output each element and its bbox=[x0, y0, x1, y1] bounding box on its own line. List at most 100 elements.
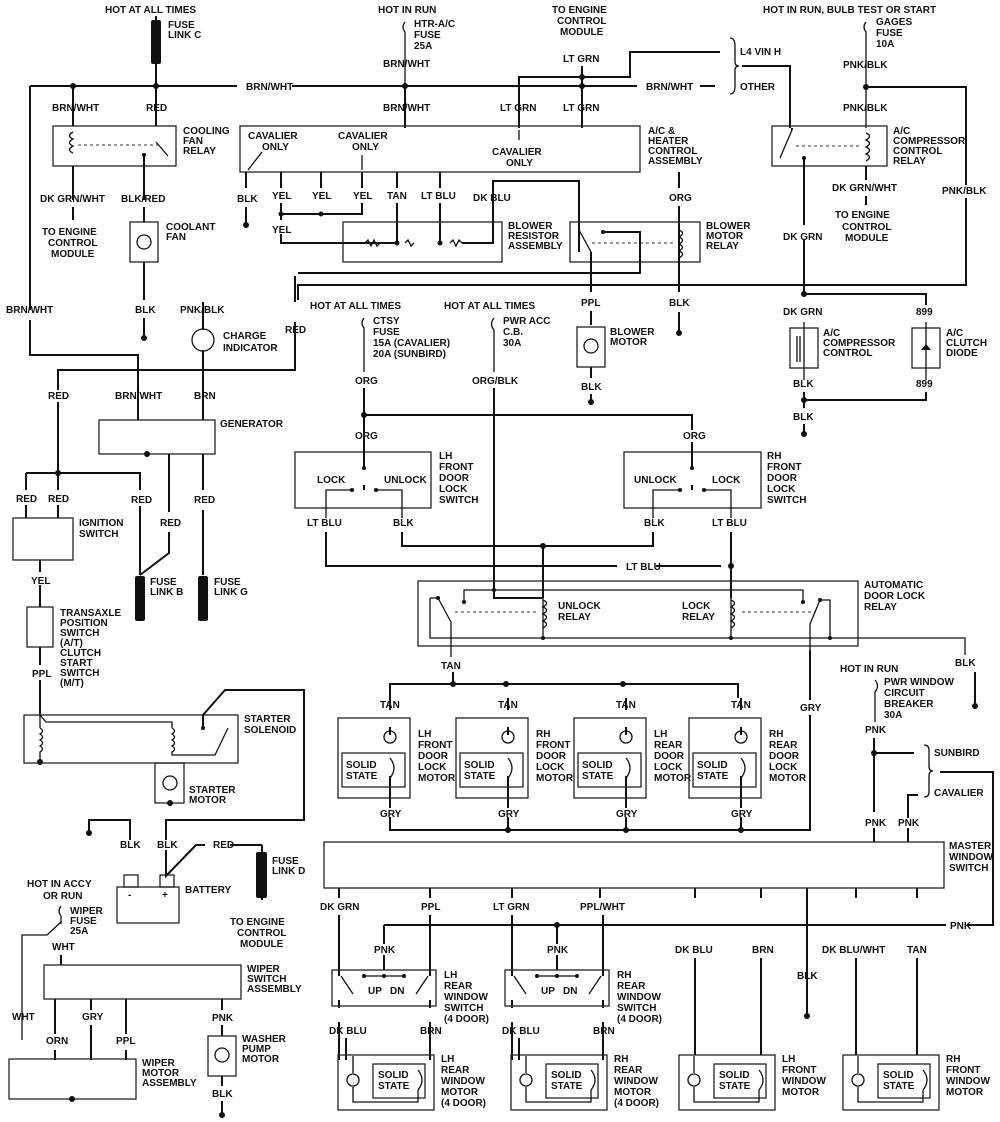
motor-name: LH bbox=[782, 1054, 795, 1065]
htr-name: HTR-A/C bbox=[414, 19, 455, 30]
wire-label: DK BLU bbox=[502, 1026, 540, 1037]
fuse-link-b-icon bbox=[135, 576, 145, 621]
wire-label: PNK/BLK bbox=[843, 60, 888, 71]
ctsy-name: FUSE bbox=[373, 327, 400, 338]
solid-state-label: SOLID bbox=[883, 1070, 914, 1081]
lock-label: LOCK bbox=[317, 475, 346, 486]
gages-name: 10A bbox=[876, 39, 894, 50]
relay-switch-icon bbox=[155, 141, 169, 157]
wire-label: BRN bbox=[752, 945, 774, 956]
cb-name: 30A bbox=[884, 710, 902, 721]
wire-label: GRY bbox=[498, 809, 520, 820]
ecm-text: MODULE bbox=[560, 27, 604, 38]
solid-state-switch-icon bbox=[525, 1056, 596, 1103]
wire-label: DK BLU bbox=[329, 1026, 367, 1037]
motor-name: DOOR bbox=[536, 751, 567, 762]
cooling-fan-relay[interactable]: BRN/WHT RED COOLING FAN RELAY DK GRN/WHT… bbox=[40, 64, 230, 300]
top-bus-label: BRN/WHT bbox=[246, 82, 293, 93]
wire-label: BLK bbox=[120, 840, 141, 851]
lh-front-door-lock-switch[interactable]: LOCK UNLOCK LH FRONT DOOR LOCK SWITCH LT… bbox=[294, 445, 721, 598]
switch-name: SWITCH bbox=[767, 495, 806, 506]
motor-name: MOTOR bbox=[946, 1087, 984, 1098]
gages-fuse: HOT IN RUN, BULB TEST OR START GAGES FUS… bbox=[297, 5, 987, 300]
fuse-link-c-icon bbox=[151, 20, 161, 64]
switch-name: FRONT bbox=[439, 462, 473, 473]
wire-label: BLK bbox=[797, 971, 818, 982]
comp-name: A/C bbox=[823, 328, 840, 339]
lock-label: LOCK bbox=[712, 475, 741, 486]
pwr-acc-name: PWR ACC bbox=[503, 316, 550, 327]
fuse-icon bbox=[863, 21, 867, 128]
motor-name: REAR bbox=[614, 1065, 643, 1076]
wire-label: ORG bbox=[683, 431, 706, 442]
switch-name: DOOR bbox=[767, 473, 798, 484]
wire-label: PNK bbox=[865, 818, 887, 829]
ac-compressor-relay[interactable]: A/C COMPRESSOR CONTROL RELAY DK GRN/WHT … bbox=[771, 125, 966, 305]
automatic-door-lock-relay[interactable]: UNLOCK RELAY LOCK RELAY AUTOMATIC DOOR L… bbox=[389, 580, 978, 831]
ignition-switch[interactable]: RED RED RED IGNITION SWITCH YEL bbox=[12, 470, 152, 607]
motor-icon bbox=[214, 1047, 230, 1063]
motor-icon bbox=[619, 730, 633, 744]
washer-pump-motor[interactable]: WASHER PUMP MOTOR BLK bbox=[207, 1034, 287, 1118]
wire-label: PNK bbox=[950, 921, 972, 932]
motor-name: WINDOW bbox=[614, 1076, 658, 1087]
relay-name: FAN bbox=[183, 136, 203, 147]
starter-motor[interactable]: STARTER MOTOR bbox=[154, 762, 236, 806]
motor-name: RH bbox=[536, 729, 550, 740]
wire-label: DK BLU bbox=[473, 193, 511, 204]
switch-name: SWITCH bbox=[444, 1003, 483, 1014]
wiper-circuit[interactable]: HOT IN ACCY OR RUN WIPER FUSE 25A WHT WI… bbox=[8, 879, 302, 1102]
wire-label: LT GRN bbox=[563, 54, 599, 65]
solid-state-label: STATE bbox=[719, 1081, 751, 1092]
motor-icon bbox=[519, 1073, 533, 1087]
coolant-fan[interactable]: COOLANT FAN BLK bbox=[129, 221, 215, 341]
motor-name: RH bbox=[946, 1054, 960, 1065]
wire-label: RED bbox=[213, 840, 234, 851]
battery[interactable]: BLK BLK RED - + BATTERY bbox=[86, 819, 262, 924]
hvac-control-assembly[interactable]: CAVALIER ONLY CAVALIER ONLY CAVALIER ONL… bbox=[237, 125, 703, 252]
starter-motor-name: MOTOR bbox=[189, 795, 227, 806]
cavalier-label: CAVALIER bbox=[934, 788, 984, 799]
blower-resistor-assembly[interactable]: BLOWER RESISTOR ASSEMBLY bbox=[342, 203, 563, 263]
motor-icon bbox=[383, 730, 397, 744]
ground-icon bbox=[243, 222, 249, 228]
solid-state-switch-icon bbox=[507, 757, 513, 779]
switch-name: LOCK bbox=[767, 484, 796, 495]
wire-label: BLK bbox=[212, 1089, 233, 1100]
wire-label: WHT bbox=[12, 1012, 35, 1023]
hvac-name: ASSEMBLY bbox=[648, 156, 703, 167]
motor-name: RH bbox=[769, 729, 783, 740]
wiper-motor-name: WIPER bbox=[142, 1058, 176, 1069]
ac-compressor-control[interactable]: DK GRN A/C COMPRESSOR CONTROL BLK BLK bbox=[783, 307, 927, 437]
motor-name: MOTOR bbox=[418, 773, 456, 784]
cb-name: BREAKER bbox=[884, 699, 934, 710]
wiper-motor-name: ASSEMBLY bbox=[142, 1078, 197, 1089]
wire-label: PNK bbox=[212, 1013, 234, 1024]
ac-clutch-diode[interactable]: 899 A/C CLUTCH DIODE 899 bbox=[911, 307, 987, 390]
door-lock-feed: HOT AT ALL TIMES CTSY FUSE 15A (CAVALIER… bbox=[310, 301, 706, 599]
wire-label: YEL bbox=[31, 576, 50, 587]
switch-name: SWITCH bbox=[439, 495, 478, 506]
blower-motor-relay[interactable]: BLOWER MOTOR RELAY PPL BLK bbox=[298, 221, 751, 336]
wire-label: LT GRN bbox=[493, 902, 529, 913]
generator[interactable]: GENERATOR RED RED bbox=[98, 412, 284, 576]
master-window-switch[interactable]: MASTER WINDOW SWITCH PNK DK GRN PPL LT G… bbox=[320, 841, 993, 1055]
transaxle-switch[interactable]: TRANSAXLE POSITION SWITCH (A/T) CLUTCH S… bbox=[26, 606, 121, 715]
gages-name: FUSE bbox=[876, 28, 903, 39]
switch-name: RH bbox=[617, 970, 631, 981]
starter-solenoid[interactable]: STARTER SOLENOID bbox=[23, 689, 305, 840]
wire-label: BRN bbox=[420, 1026, 442, 1037]
blower-motor[interactable]: BLOWER MOTOR BLK bbox=[576, 326, 655, 405]
switch-name: FRONT bbox=[767, 462, 801, 473]
rh-front-door-lock-switch[interactable]: UNLOCK LOCK RH FRONT DOOR LOCK SWITCH BL… bbox=[623, 448, 806, 598]
